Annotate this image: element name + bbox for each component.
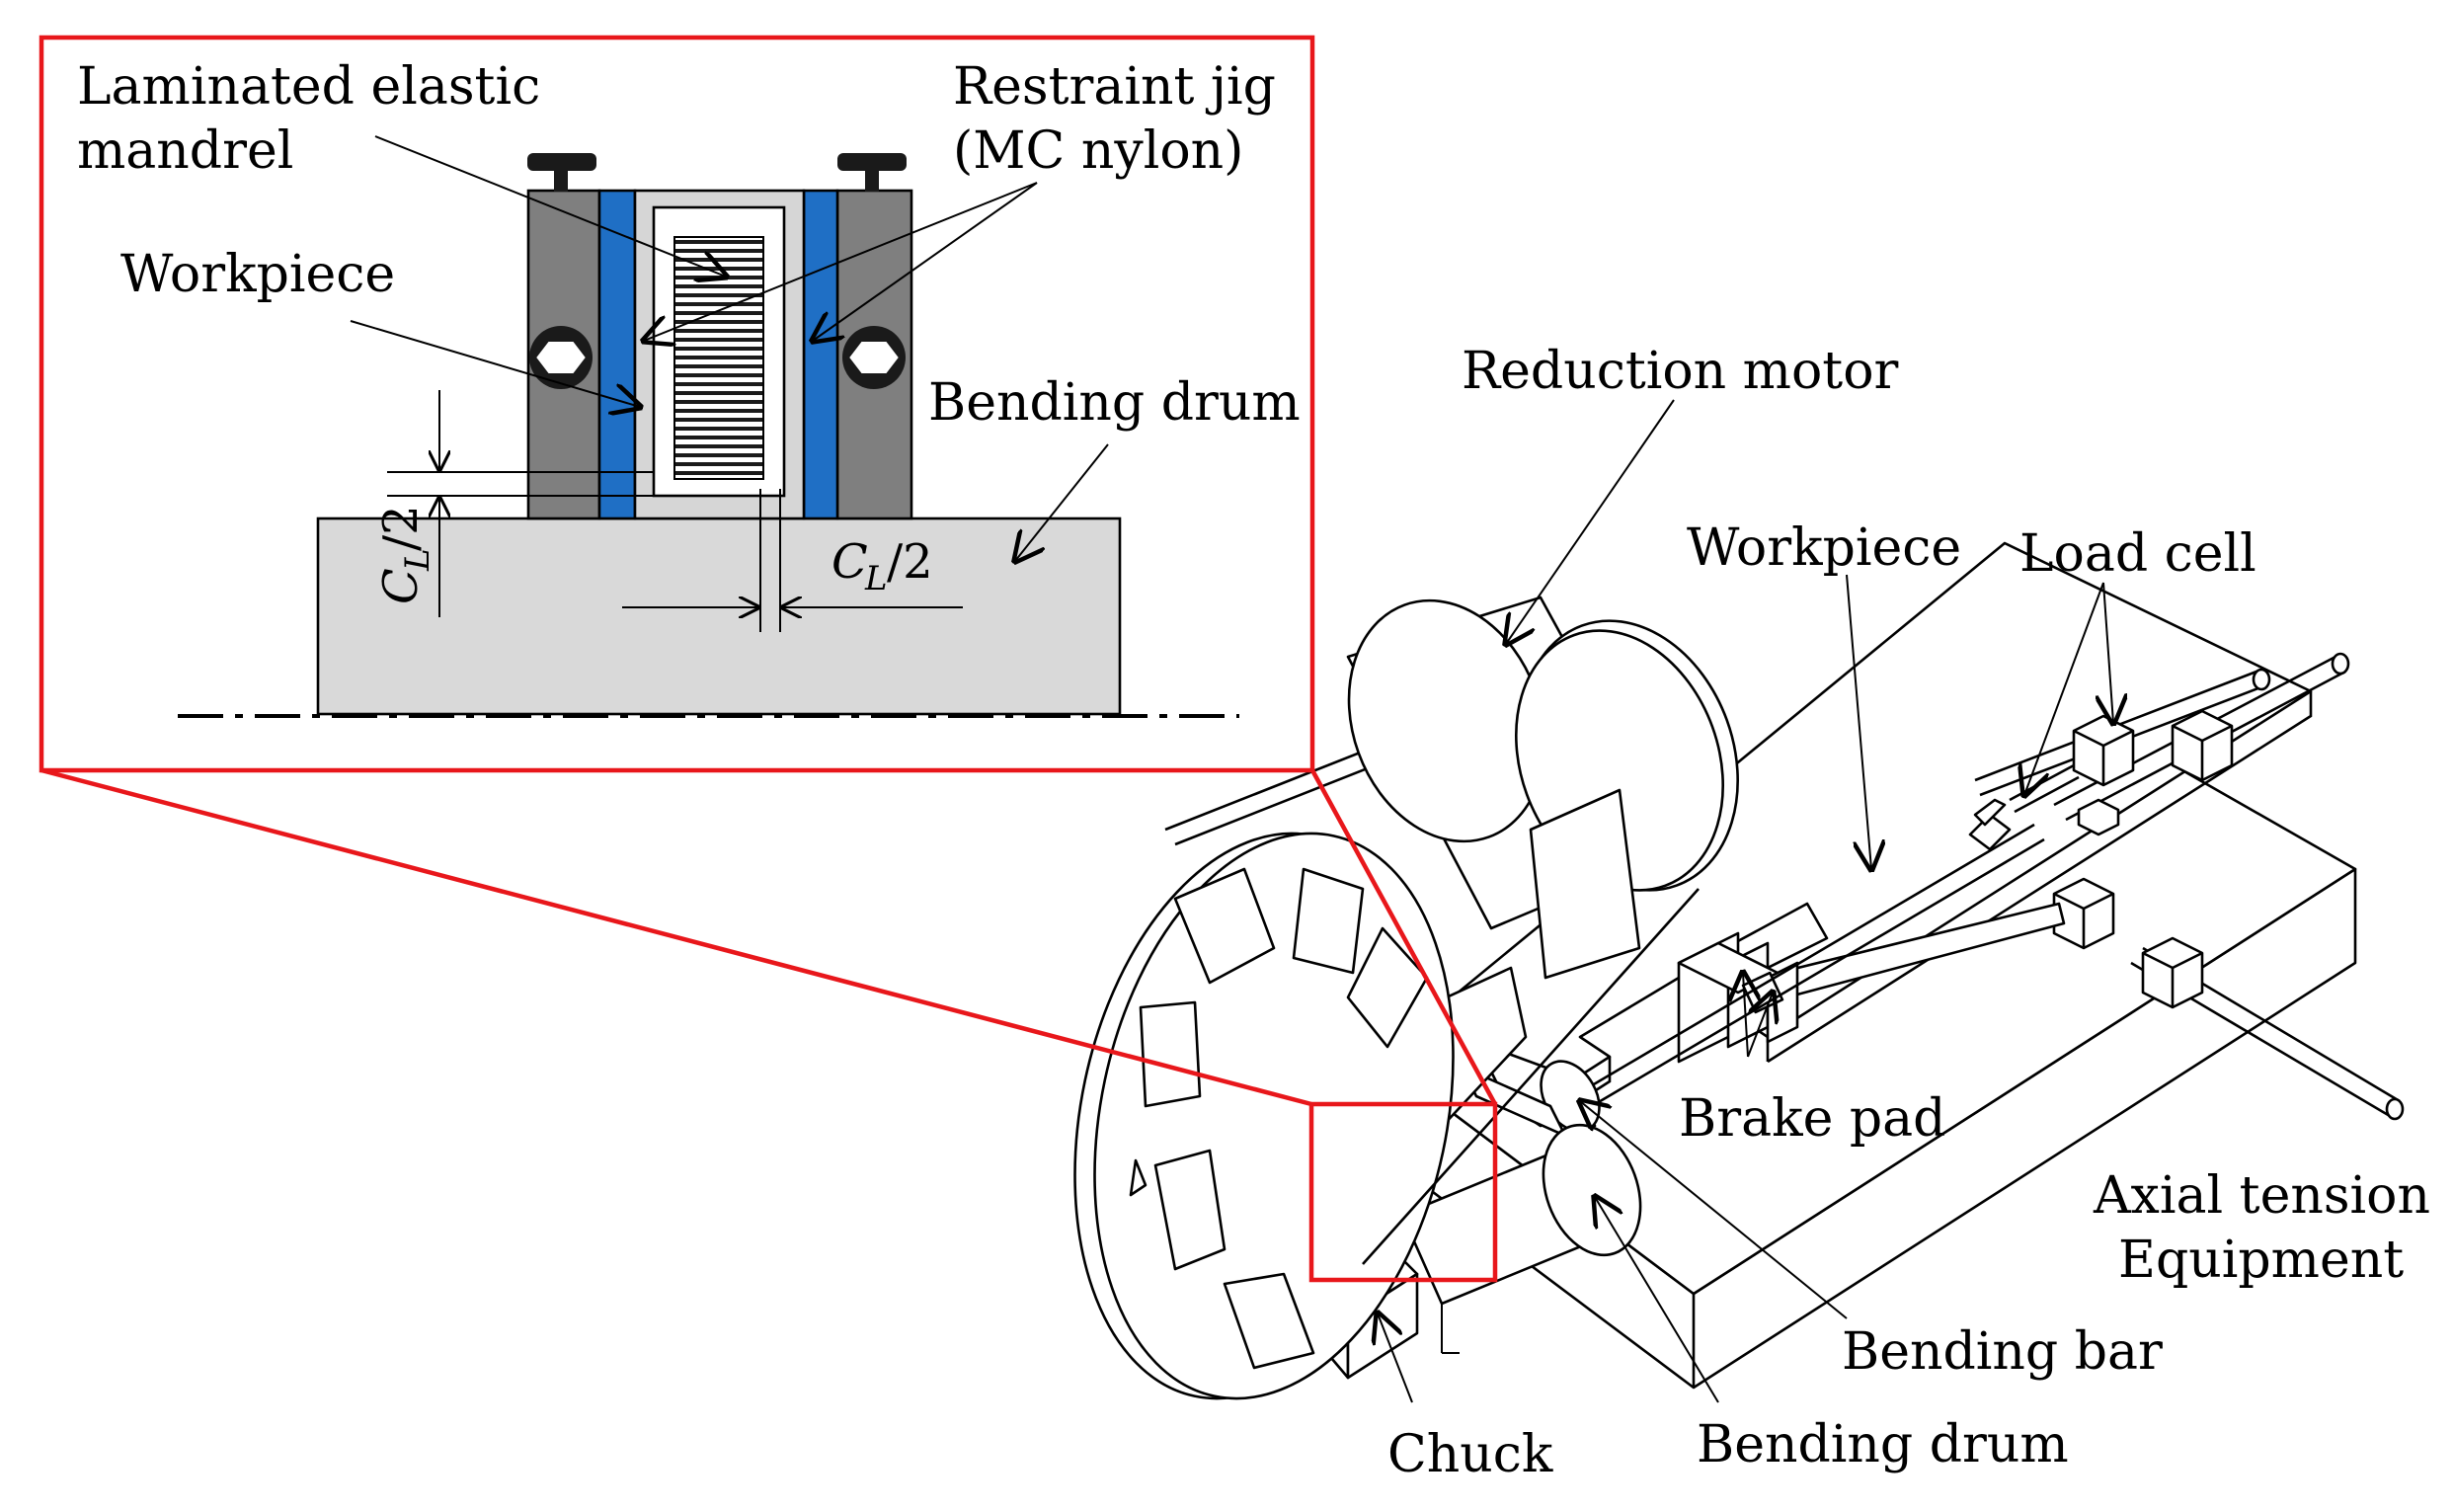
dim-vertical — [387, 390, 785, 617]
reduction-motor — [1346, 596, 1739, 980]
label-chuck: Chuck — [1387, 1425, 1553, 1484]
machine-drawing — [1073, 541, 2405, 1400]
cl2-v-c: C — [373, 568, 429, 604]
label-load-cell: Load cell — [2019, 524, 2256, 584]
cl2-h-half: /2 — [887, 534, 933, 590]
knob-right — [837, 153, 907, 192]
label-machine-bending-drum: Bending drum — [1697, 1415, 2069, 1474]
label-cl2-vertical: C L /2 — [373, 505, 437, 604]
label-bending-bar: Bending bar — [1842, 1322, 2163, 1382]
label-cl2-horizontal: C L /2 — [831, 534, 933, 598]
label-mandrel-line2: mandrel — [77, 121, 293, 181]
label-axial-line1: Axial tension — [2093, 1166, 2430, 1226]
label-axial-line2: Equipment — [2118, 1231, 2404, 1290]
workpiece-rod — [1564, 763, 2080, 1118]
brake-assembly — [1677, 902, 2066, 1064]
bolt-right — [842, 326, 906, 389]
label-jig-line2: (MC nylon) — [953, 121, 1243, 181]
cl2-v-half: /2 — [373, 505, 429, 551]
cl2-h-c: C — [831, 534, 868, 590]
zoom-connector — [40, 767, 1498, 1283]
workpiece-left — [597, 189, 637, 520]
inset-leaders — [350, 135, 1109, 561]
inset-bending-drum — [316, 517, 1122, 716]
label-brake-pad: Brake pad — [1679, 1089, 1945, 1149]
dim-horizontal — [622, 489, 963, 632]
bolt-left — [529, 326, 593, 389]
label-reduction-motor: Reduction motor — [1462, 342, 1898, 401]
cl2-v-sub: L — [398, 548, 437, 572]
cl2-h-sub: L — [864, 559, 888, 598]
label-machine-workpiece: Workpiece — [1687, 518, 1961, 578]
label-inset-workpiece: Workpiece — [120, 245, 395, 304]
label-jig-line1: Restraint jig — [953, 57, 1276, 117]
knob-left — [527, 153, 596, 192]
inset-panel: Laminated elastic mandrel Restraint jig … — [39, 35, 1315, 773]
label-mandrel-line1: Laminated elastic — [77, 57, 540, 117]
zoom-region — [1308, 1101, 1498, 1283]
label-inset-bending-drum: Bending drum — [928, 373, 1301, 433]
workpiece-right — [802, 189, 839, 520]
load-cell-blocks — [2052, 709, 2234, 1009]
pulley-wheel — [1073, 832, 1455, 1400]
machine-leaders — [1378, 399, 2113, 1403]
